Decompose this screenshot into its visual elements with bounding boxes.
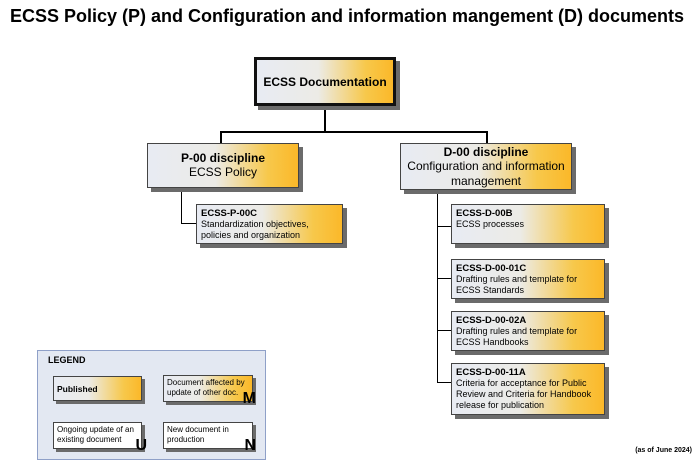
root-node: ECSS Documentation xyxy=(254,57,396,106)
document-node: ECSS-D-00-11A Criteria for acceptance fo… xyxy=(451,363,605,415)
discipline-d-node: D-00 discipline Configuration and inform… xyxy=(400,143,572,190)
connector-p-doc xyxy=(181,223,196,224)
legend-title: LEGEND xyxy=(48,355,86,365)
legend-published: Published xyxy=(53,376,142,401)
document-code: ECSS-D-00B xyxy=(456,208,513,219)
legend-panel: LEGEND Published Document affected by up… xyxy=(37,350,266,460)
discipline-p-code: P-00 discipline xyxy=(180,151,266,165)
legend-ongoing-letter: U xyxy=(135,437,147,454)
legend-modified: Document affected by update of other doc… xyxy=(163,375,256,407)
connector-to-p xyxy=(220,131,222,143)
legend-ongoing: Ongoing update of an existing document U xyxy=(53,422,147,454)
connector-horizontal xyxy=(220,131,487,133)
legend-published-label: Published xyxy=(57,383,98,394)
document-node: ECSS-P-00C Standardization objectives, p… xyxy=(196,204,343,244)
document-description: Criteria for acceptance for Public Revie… xyxy=(456,378,592,410)
legend-new-letter: N xyxy=(244,437,256,454)
connector-to-d xyxy=(486,131,488,143)
legend-modified-label: Document affected by update of other doc… xyxy=(167,378,245,397)
document-code: ECSS-D-00-01C xyxy=(456,263,527,274)
as-of-date: (as of June 2024) xyxy=(635,447,692,454)
document-description: ECSS processes xyxy=(456,219,525,229)
connector-d-doc-4 xyxy=(437,382,451,383)
document-description: Drafting rules and template for ECSS Sta… xyxy=(456,274,578,295)
connector-d-doc-3 xyxy=(437,330,451,331)
document-code: ECSS-P-00C xyxy=(201,208,257,219)
connector-p-vertical xyxy=(181,190,182,224)
discipline-d-code: D-00 discipline xyxy=(443,144,529,159)
discipline-p-name: ECSS Policy xyxy=(188,165,258,179)
connector-d-doc-2 xyxy=(437,278,451,279)
document-code: ECSS-D-00-02A xyxy=(456,315,527,326)
connector-d-vertical xyxy=(437,192,438,382)
connector-root-down xyxy=(324,108,326,132)
document-description: Standardization objectives, policies and… xyxy=(201,219,309,240)
document-code: ECSS-D-00-11A xyxy=(456,367,526,378)
legend-ongoing-label: Ongoing update of an existing document xyxy=(57,425,134,444)
discipline-p-node: P-00 discipline ECSS Policy xyxy=(147,143,299,188)
document-node: ECSS-D-00-01C Drafting rules and templat… xyxy=(451,259,605,299)
document-description: Drafting rules and template for ECSS Han… xyxy=(456,326,578,347)
discipline-d-name: Configuration and information management xyxy=(407,158,565,188)
document-node: ECSS-D-00-02A Drafting rules and templat… xyxy=(451,311,605,351)
legend-modified-letter: M xyxy=(242,390,256,407)
legend-new-label: New document in production xyxy=(167,425,229,444)
connector-d-doc-1 xyxy=(437,226,451,227)
legend-new: New document in production N xyxy=(163,422,256,454)
root-label: ECSS Documentation xyxy=(263,74,387,89)
document-node: ECSS-D-00B ECSS processes xyxy=(451,204,605,244)
page-title: ECSS Policy (P) and Configuration and in… xyxy=(10,6,685,26)
